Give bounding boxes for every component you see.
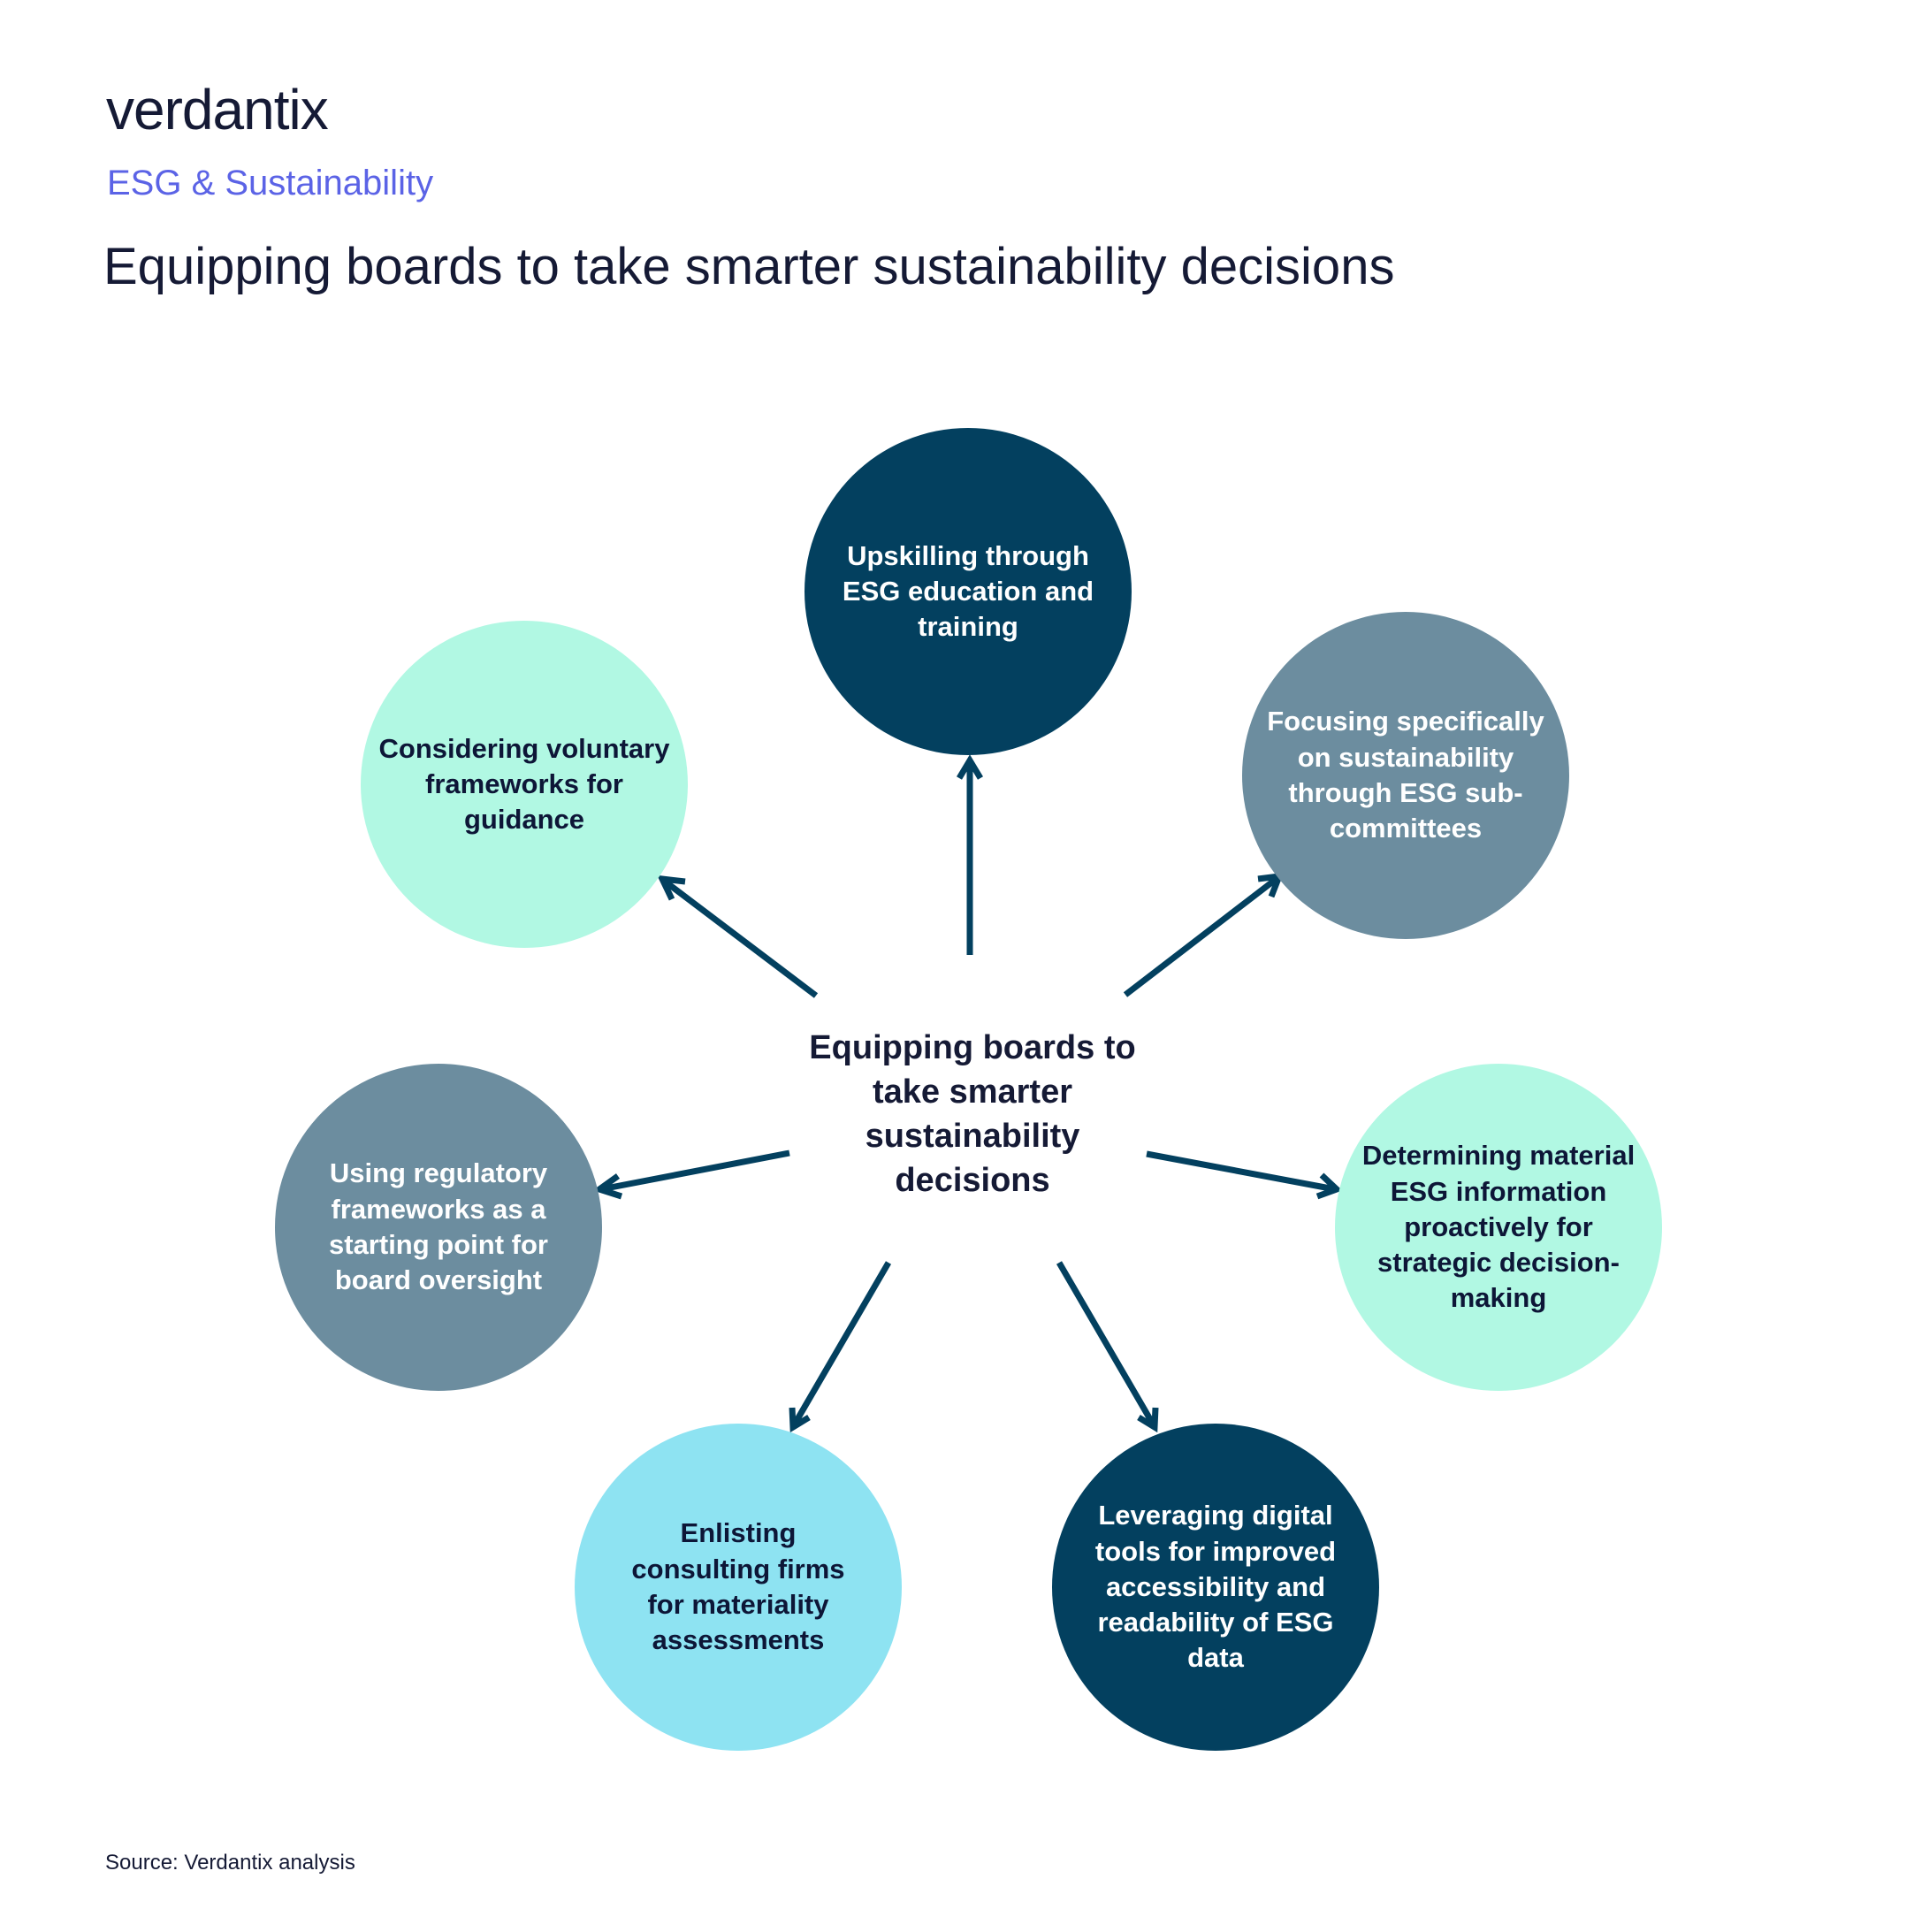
node-sub-committees-label: Focusing specifically on sustainability …: [1267, 706, 1544, 844]
node-consulting-label: Enlisting consulting firms for materiali…: [631, 1517, 845, 1656]
arrow-consulting: [790, 1261, 892, 1427]
node-regulatory: Using regulatory frameworks as a startin…: [275, 1064, 602, 1391]
center-label: Equipping boards to take smarter sustain…: [809, 1029, 1136, 1200]
node-voluntary-label: Considering voluntary frameworks for gui…: [378, 732, 670, 836]
node-sub-committees: Focusing specifically on sustainability …: [1242, 612, 1569, 939]
arrow-material-info: [1146, 1150, 1336, 1193]
category-label: ESG & Sustainability: [107, 164, 434, 202]
verdantix-logo: verdantix: [106, 78, 329, 141]
page-title: Equipping boards to take smarter sustain…: [103, 238, 1395, 295]
arrowhead-material-info: [1315, 1172, 1343, 1200]
node-consulting: Enlisting consulting firms for materiali…: [575, 1424, 902, 1751]
arrowhead-consulting: [789, 1407, 811, 1433]
arrowhead-voluntary: [657, 874, 686, 901]
node-material-info: Determining material ESG information pro…: [1335, 1064, 1662, 1391]
node-regulatory-label: Using regulatory frameworks as a startin…: [329, 1157, 548, 1296]
arrow-voluntary: [661, 878, 819, 998]
node-upskilling: Upskilling through ESG education and tra…: [804, 428, 1132, 755]
node-digital-tools: Leveraging digital tools for improved ac…: [1052, 1424, 1379, 1751]
node-digital-tools-label: Leveraging digital tools for improved ac…: [1094, 1500, 1337, 1674]
arrowhead-upskilling: [956, 754, 984, 780]
source-note: Source: Verdantix analysis: [105, 1851, 355, 1875]
arrow-sub-committees: [1123, 875, 1280, 997]
node-material-info-label: Determining material ESG information pro…: [1361, 1140, 1636, 1314]
node-voluntary: Considering voluntary frameworks for gui…: [361, 621, 688, 948]
node-upskilling-label: Upskilling through ESG education and tra…: [842, 539, 1094, 643]
arrowhead-regulatory: [592, 1173, 623, 1200]
arrow-regulatory: [600, 1149, 790, 1193]
arrowhead-digital-tools: [1137, 1407, 1159, 1433]
arrow-digital-tools: [1056, 1261, 1157, 1427]
